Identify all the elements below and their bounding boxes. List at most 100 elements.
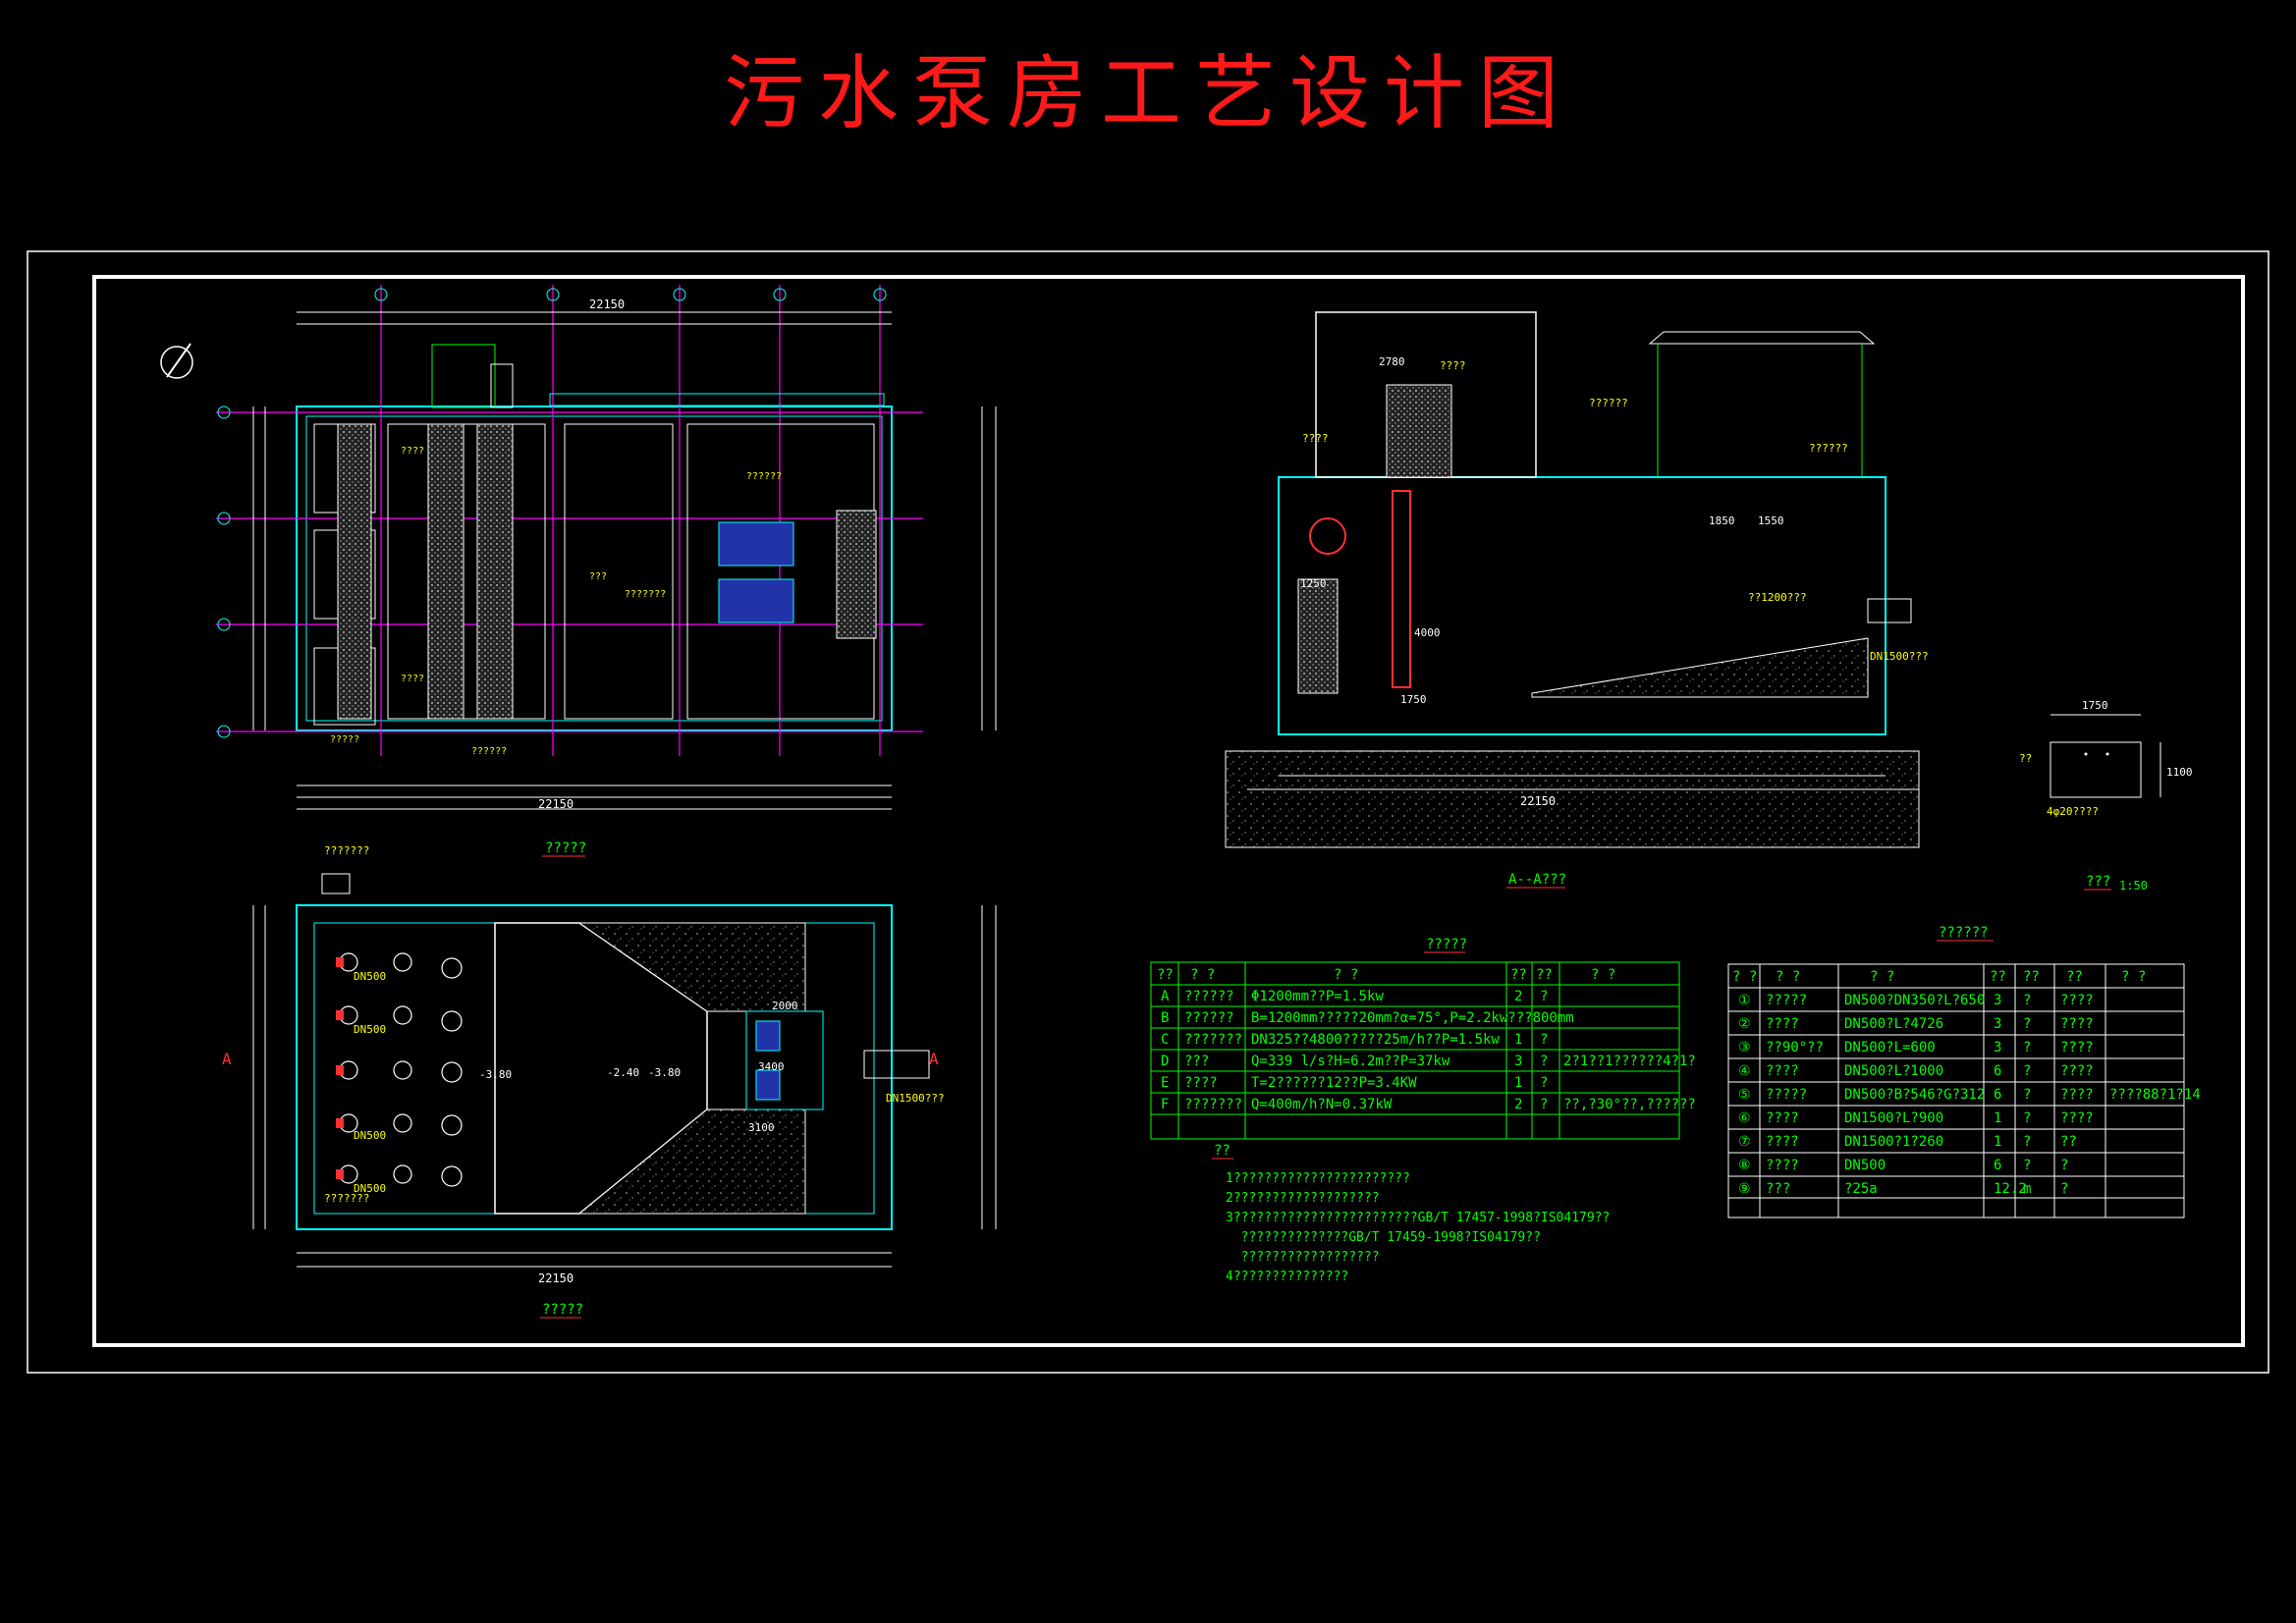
dim-label: 3100 [748,1121,775,1134]
level-label: -3.80 [648,1066,681,1079]
level-label: -3.80 [479,1068,512,1081]
top-plan-title: ????? [545,840,586,856]
svg-text:????: ???? [1184,1075,1218,1091]
svg-text:D: D [1161,1054,1169,1069]
table-cell: ???? [2060,1016,2094,1032]
table-row: B??????B=1200mm?????20mm?α=75°,P=2.2kw??… [1161,1010,1574,1026]
svg-text:1: 1 [1514,1075,1522,1091]
table-cell: ???? [1766,1158,1799,1173]
table-cell: 6 [1994,1063,2001,1079]
detail-dim: 1750 [2082,699,2108,712]
table-cell: 1 [1994,1110,2001,1126]
table-cell: ????88?1?14 [2109,1087,2201,1103]
section-label: 1750 [1400,693,1427,706]
svg-text:?: ? [1540,1032,1548,1048]
table-cell: ????? [1766,1087,1807,1103]
table-cell: ???? [2060,1087,2094,1103]
table-cell: 3 [1994,993,2001,1008]
table-cell: 3 [1994,1016,2001,1032]
table-cell: DN500?B?546?G?312 [1844,1087,1985,1103]
plan-label: ??????? [625,589,666,600]
svg-text:?: ? [1540,1054,1548,1069]
material-header: ? ? [1732,969,1757,985]
table-cell: ???? [2060,1040,2094,1055]
table-cell: m [2023,1181,2031,1197]
detail-label: 4φ20???? [2047,805,2099,818]
table-cell: ???? [1766,1016,1799,1032]
pump-label: DN500 [354,1023,386,1036]
svg-text:?: ? [1540,1097,1548,1112]
table-cell: ???? [2060,1063,2094,1079]
section-label: ???? [1440,359,1466,372]
equipment-table-title: ????? [1426,937,1467,952]
svg-text:???????: ??????? [1184,1097,1242,1112]
detail-scale: 1:50 [2119,879,2148,893]
svg-text:3: 3 [1514,1054,1522,1069]
equipment-table: ????? ?? ? ? ? ? ?? ?? ? ? A??????Φ1200m… [1150,937,1696,1140]
table-cell: DN500?L?4726 [1844,1016,1943,1032]
table-cell: 6 [1994,1158,2001,1173]
table-cell: ⑧ [1738,1158,1751,1173]
table-cell: ???? [2060,1110,2094,1126]
note-line: 1??????????????????????? [1226,1171,1410,1186]
notes-title: ?? [1214,1143,1230,1159]
svg-text:2: 2 [1514,1097,1522,1112]
table-cell: ???? [1766,1110,1799,1126]
inner-border [92,275,2245,1347]
bottom-plan-title: ????? [542,1302,583,1318]
svg-text:2?1??1??????4?1?: 2?1??1??????4?1? [1563,1054,1696,1069]
table-cell: ⑥ [1738,1110,1751,1126]
svg-text:2: 2 [1514,989,1522,1004]
plan-label: ????? [330,734,359,745]
table-cell: ? [2023,993,2031,1008]
note-line: ??????????????GB/T 17459-1998?IS04179?? [1226,1230,1541,1245]
table-cell: ② [1738,1016,1751,1032]
table-cell: 3 [1994,1040,2001,1055]
svg-text:1: 1 [1514,1032,1522,1048]
table-cell: ????? [1766,993,1807,1008]
material-header: ? ? [2121,969,2146,985]
pump-label: DN500 [354,1129,386,1142]
svg-text:??,?30°??,??????: ??,?30°??,?????? [1563,1097,1696,1112]
top-plan-overall-dim: 22150 [589,298,625,311]
outlet-pipe-label: DN1500??? [886,1092,945,1105]
svg-text:???: ??? [1184,1054,1209,1069]
table-cell: ? [2023,1134,2031,1150]
section-label: ?????? [1809,442,1848,455]
table-cell: ??90°?? [1766,1040,1824,1055]
equipment-header: ? ? [1591,967,1615,983]
svg-text:T=2??????12??P=3.4KW: T=2??????12??P=3.4KW [1251,1075,1417,1091]
pump-label: DN500 [354,970,386,983]
table-cell: ⑤ [1738,1087,1751,1103]
table-cell: ?25a [1844,1181,1878,1197]
table-cell: ??? [1766,1181,1790,1197]
outer-border [27,250,2269,1374]
svg-text:Φ1200mm??P=1.5kw: Φ1200mm??P=1.5kw [1251,989,1384,1004]
detail-view: 1750 1100 ?? 4φ20???? ??? 1:50 [2019,699,2193,893]
table-cell: ???? [1766,1063,1799,1079]
material-header: ?? [2066,969,2083,985]
svg-text:A: A [1161,989,1170,1004]
table-cell: DN1500?1?260 [1844,1134,1943,1150]
note-line: 4??????????????? [1226,1270,1348,1284]
svg-text:???????: ??????? [1184,1032,1242,1048]
detail-title: ??? [2086,874,2110,890]
note-line: 3????????????????????????GB/T 17457-1998… [1226,1211,1610,1225]
table-cell: DN500?L?1000 [1844,1063,1943,1079]
material-table-title: ?????? [1939,925,1989,941]
plan-label: ?????? [746,471,782,482]
section-label: 1250 [1300,577,1327,590]
drawing-title: 污水泵房工艺设计图 [723,47,1572,140]
equipment-header: ? ? [1190,967,1215,983]
plan-label: ???? [401,446,424,457]
plan-label: ??? [589,571,607,582]
bottom-plan-view: 22150 ????? DN500 DN500 DN500 DN500 -3.8… [222,844,997,1319]
